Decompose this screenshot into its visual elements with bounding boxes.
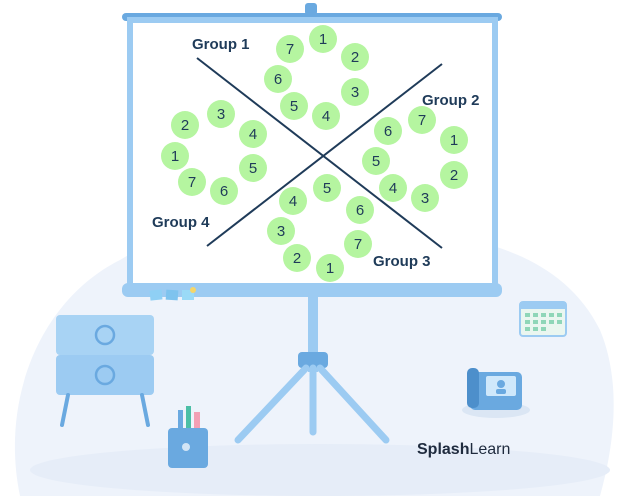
- svg-text:1: 1: [450, 132, 458, 149]
- calendar: [519, 301, 567, 337]
- svg-text:5: 5: [323, 180, 331, 197]
- stand-leg-right: [316, 364, 390, 444]
- group-2-number-7: 7: [408, 106, 436, 134]
- group-3-circles: 1 2 3 4 5 6 7: [267, 174, 374, 282]
- svg-text:7: 7: [418, 112, 426, 129]
- group-1-number-5: 5: [280, 92, 308, 120]
- group-4-number-2: 2: [171, 111, 199, 139]
- svg-text:7: 7: [286, 41, 294, 58]
- svg-text:2: 2: [181, 117, 189, 134]
- svg-text:6: 6: [356, 202, 364, 219]
- brand-bold: Splash: [417, 441, 469, 458]
- group-1-circles: 1 2 3 4 5 6 7: [264, 25, 369, 130]
- cabinet: [56, 315, 154, 427]
- group-3-number-7: 7: [344, 230, 372, 258]
- group-4-number-4: 4: [239, 120, 267, 148]
- floor-shadow: [30, 444, 610, 496]
- group-1-number-3: 3: [341, 78, 369, 106]
- group-1-number-4: 4: [312, 102, 340, 130]
- group-2-number-1: 1: [440, 126, 468, 154]
- svg-text:5: 5: [249, 160, 257, 177]
- group-4-number-5: 5: [239, 154, 267, 182]
- svg-text:4: 4: [389, 180, 397, 197]
- group-1-number-6: 6: [264, 65, 292, 93]
- svg-text:4: 4: [249, 126, 257, 143]
- brand-light: Learn: [469, 441, 510, 458]
- sticky-notes: [149, 287, 196, 301]
- group-3-number-1: 1: [316, 254, 344, 282]
- group-4-number-7: 7: [178, 168, 206, 196]
- svg-text:5: 5: [372, 153, 380, 170]
- group-4-number-1: 1: [161, 142, 189, 170]
- stand-collar: [298, 352, 328, 368]
- svg-text:2: 2: [351, 49, 359, 66]
- svg-text:3: 3: [277, 223, 285, 240]
- svg-text:6: 6: [220, 183, 228, 200]
- screen-top-knob: [305, 3, 317, 15]
- group-2-number-5: 5: [362, 147, 390, 175]
- svg-text:6: 6: [384, 123, 392, 140]
- svg-text:4: 4: [322, 108, 330, 125]
- svg-text:2: 2: [293, 250, 301, 267]
- group-3-number-2: 2: [283, 244, 311, 272]
- divider-line-2: [206, 63, 443, 247]
- desk-phone: [462, 368, 530, 418]
- group-1-number-1: 1: [309, 25, 337, 53]
- group-3-label: Group 3: [373, 253, 431, 270]
- screen-bottom-bar: [122, 283, 502, 297]
- group-2-number-2: 2: [440, 161, 468, 189]
- svg-text:3: 3: [421, 190, 429, 207]
- svg-text:1: 1: [319, 31, 327, 48]
- group-2-label: Group 2: [422, 92, 480, 109]
- group-1-number-2: 2: [341, 43, 369, 71]
- svg-text:3: 3: [217, 106, 225, 123]
- group-3-number-3: 3: [267, 217, 295, 245]
- group-4-number-6: 6: [210, 177, 238, 205]
- svg-text:1: 1: [326, 260, 334, 277]
- brand-logo: SplashLearn: [417, 441, 510, 458]
- group-1-label: Group 1: [192, 36, 250, 53]
- group-1-number-7: 7: [276, 35, 304, 63]
- svg-text:7: 7: [188, 174, 196, 191]
- pen-holder: [168, 406, 208, 468]
- group-4-label: Group 4: [152, 214, 210, 231]
- group-2-circles: 1 2 3 4 5 6 7: [362, 106, 468, 212]
- group-3-number-6: 6: [346, 196, 374, 224]
- group-3-number-4: 4: [279, 187, 307, 215]
- stand-leg-left: [234, 364, 310, 444]
- divider-line-1: [196, 57, 443, 249]
- group-3-number-5: 5: [313, 174, 341, 202]
- svg-text:4: 4: [289, 193, 297, 210]
- svg-text:1: 1: [171, 148, 179, 165]
- group-4-number-3: 3: [207, 100, 235, 128]
- svg-text:2: 2: [450, 167, 458, 184]
- svg-text:5: 5: [290, 98, 298, 115]
- stand-pole: [308, 297, 318, 372]
- group-2-number-4: 4: [379, 174, 407, 202]
- svg-text:6: 6: [274, 71, 282, 88]
- group-4-circles: 1 2 3 4 5 6 7: [161, 100, 267, 205]
- group-2-number-3: 3: [411, 184, 439, 212]
- svg-text:7: 7: [354, 236, 362, 253]
- group-2-number-6: 6: [374, 117, 402, 145]
- svg-text:3: 3: [351, 84, 359, 101]
